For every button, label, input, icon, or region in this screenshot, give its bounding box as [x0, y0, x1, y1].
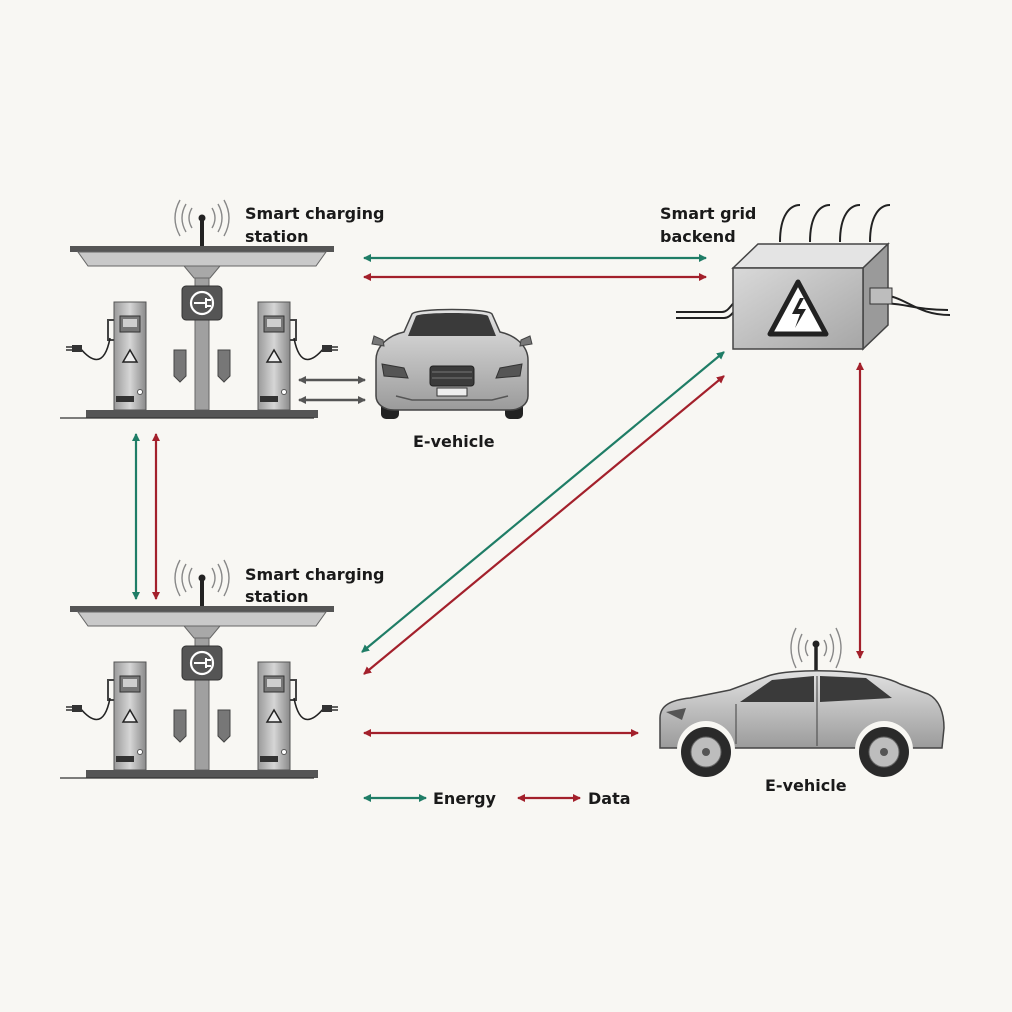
vehicle-top-label: E-vehicle	[413, 432, 495, 451]
legend: Energy Data	[363, 789, 631, 808]
station-bottom-label-line1: Smart charging	[245, 565, 384, 584]
smart-grid-backend	[676, 204, 951, 351]
legend-energy-label: Energy	[433, 789, 497, 808]
station-top-label-line2: station	[245, 227, 308, 246]
data-arrow-backend-station	[363, 375, 725, 675]
legend-data-label: Data	[588, 789, 631, 808]
vehicle-bottom-label: E-vehicle	[765, 776, 847, 795]
backend-label-line2: backend	[660, 227, 736, 246]
station-top-label-line1: Smart charging	[245, 204, 384, 223]
e-vehicle-bottom	[659, 627, 945, 779]
backend-label-line1: Smart grid	[660, 204, 756, 223]
e-vehicle-top	[371, 308, 533, 419]
station-bottom-label-line2: station	[245, 587, 308, 606]
